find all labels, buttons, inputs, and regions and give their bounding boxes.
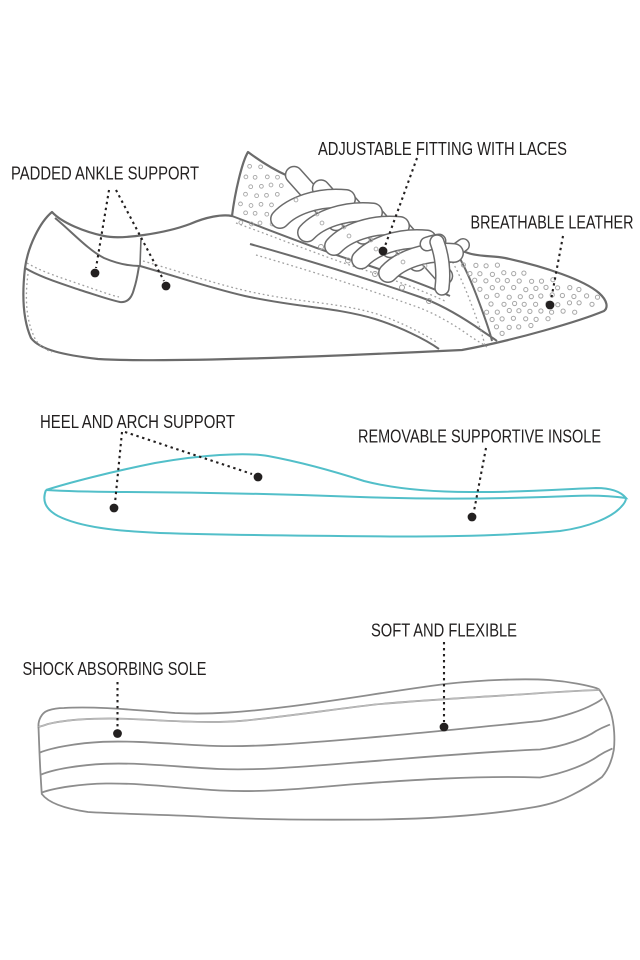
- svg-text:REMOVABLE SUPPORTIVE INSOLE: REMOVABLE SUPPORTIVE INSOLE: [358, 427, 601, 447]
- svg-text:SHOCK ABSORBING SOLE: SHOCK ABSORBING SOLE: [23, 659, 207, 679]
- svg-text:ADJUSTABLE FITTING WITH LACES: ADJUSTABLE FITTING WITH LACES: [318, 139, 567, 159]
- svg-text:BREATHABLE LEATHER: BREATHABLE LEATHER: [471, 213, 634, 233]
- svg-text:SOFT AND FLEXIBLE: SOFT AND FLEXIBLE: [371, 621, 517, 641]
- svg-text:PADDED ANKLE SUPPORT: PADDED ANKLE SUPPORT: [11, 164, 199, 184]
- svg-text:HEEL AND ARCH SUPPORT: HEEL AND ARCH SUPPORT: [40, 412, 235, 432]
